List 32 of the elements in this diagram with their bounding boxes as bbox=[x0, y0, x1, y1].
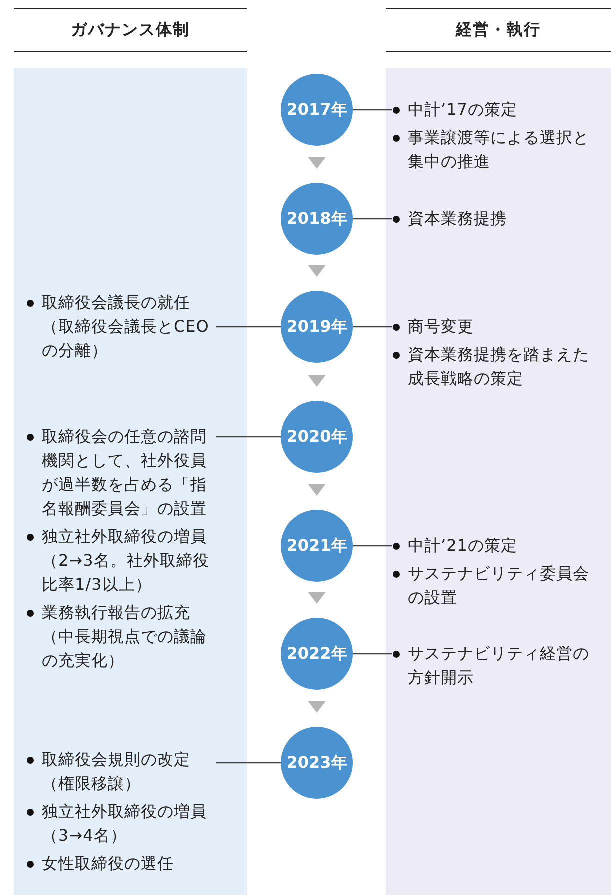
bullet-text: 商号変更 bbox=[408, 317, 474, 336]
bullet-text: 独立社外取締役の増員（3→4名） bbox=[42, 802, 207, 845]
bullet-text: 事業譲渡等による選択と集中の推進 bbox=[408, 128, 590, 171]
connector-line bbox=[216, 326, 281, 328]
connector-line bbox=[216, 762, 281, 764]
connector-line bbox=[216, 436, 281, 438]
column-heading: 経営・執行 bbox=[386, 8, 611, 52]
connector-line bbox=[353, 109, 392, 111]
year-circle: 2023年 bbox=[281, 727, 353, 799]
connector-line bbox=[353, 545, 392, 547]
bullet-text: 独立社外取締役の増員（2→3名。社外取締役比率1/3以上） bbox=[42, 527, 210, 594]
bullet-text: サステナビリティ委員会の設置 bbox=[408, 564, 590, 607]
connector-line bbox=[353, 326, 392, 328]
connector-line bbox=[353, 653, 392, 655]
bullet-text: 業務執行報告の拡充（中長期視点での議論の充実化） bbox=[42, 603, 207, 670]
column-heading: ガバナンス体制 bbox=[14, 8, 247, 52]
year-circle: 2018年 bbox=[281, 183, 353, 255]
year-circle: 2017年 bbox=[281, 74, 353, 146]
bullet-text: 中計’21の策定 bbox=[408, 536, 518, 555]
bullet-text: 取締役会の任意の諮問機関として、社外役員が過半数を占める「指名報酬委員会」の設置 bbox=[42, 427, 207, 518]
connector-line bbox=[353, 218, 392, 220]
bullet-text: サステナビリティ経営の方針開示 bbox=[408, 644, 590, 687]
year-circle: 2021年 bbox=[281, 510, 353, 582]
bullet-text: 女性取締役の選任 bbox=[42, 854, 174, 873]
bullet-text: 中計’17の策定 bbox=[408, 100, 518, 119]
year-circle: 2022年 bbox=[281, 618, 353, 690]
bullet-text: 資本業務提携 bbox=[408, 209, 507, 228]
bullet-text: 取締役会議長の就任（取締役会議長とCEOの分離） bbox=[42, 293, 210, 360]
year-circle: 2019年 bbox=[281, 291, 353, 363]
bullet-text: 取締役会規則の改定（権限移譲） bbox=[42, 750, 190, 793]
year-circle: 2020年 bbox=[281, 401, 353, 473]
bullet-text: 資本業務提携を踏まえた成長戦略の策定 bbox=[408, 345, 590, 388]
